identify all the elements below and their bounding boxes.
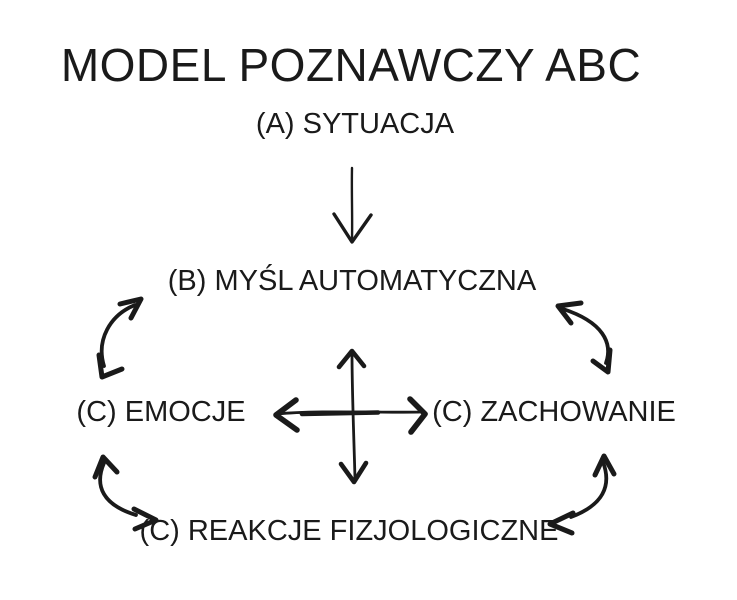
node-emotions: (C) EMOCJE [76,396,246,428]
thought-behavior-double-arrow [555,300,613,375]
node-automatic-thought: (B) MYŚL AUTOMATYCZNA [167,265,537,297]
node-situation: (A) SYTUACJA [255,108,455,140]
page-title: MODEL POZNAWCZY ABC [60,39,642,91]
node-behavior: (C) ZACHOWANIE [432,396,676,428]
situation-to-thought-arrow [332,166,373,244]
thought-emotions-double-arrow [96,296,144,380]
behavior-physio-double-arrow [547,453,617,536]
central-cross-arrows [273,348,428,485]
node-physiological-reactions: (C) REAKCJE FIZJOLOGICZNE [139,515,559,547]
